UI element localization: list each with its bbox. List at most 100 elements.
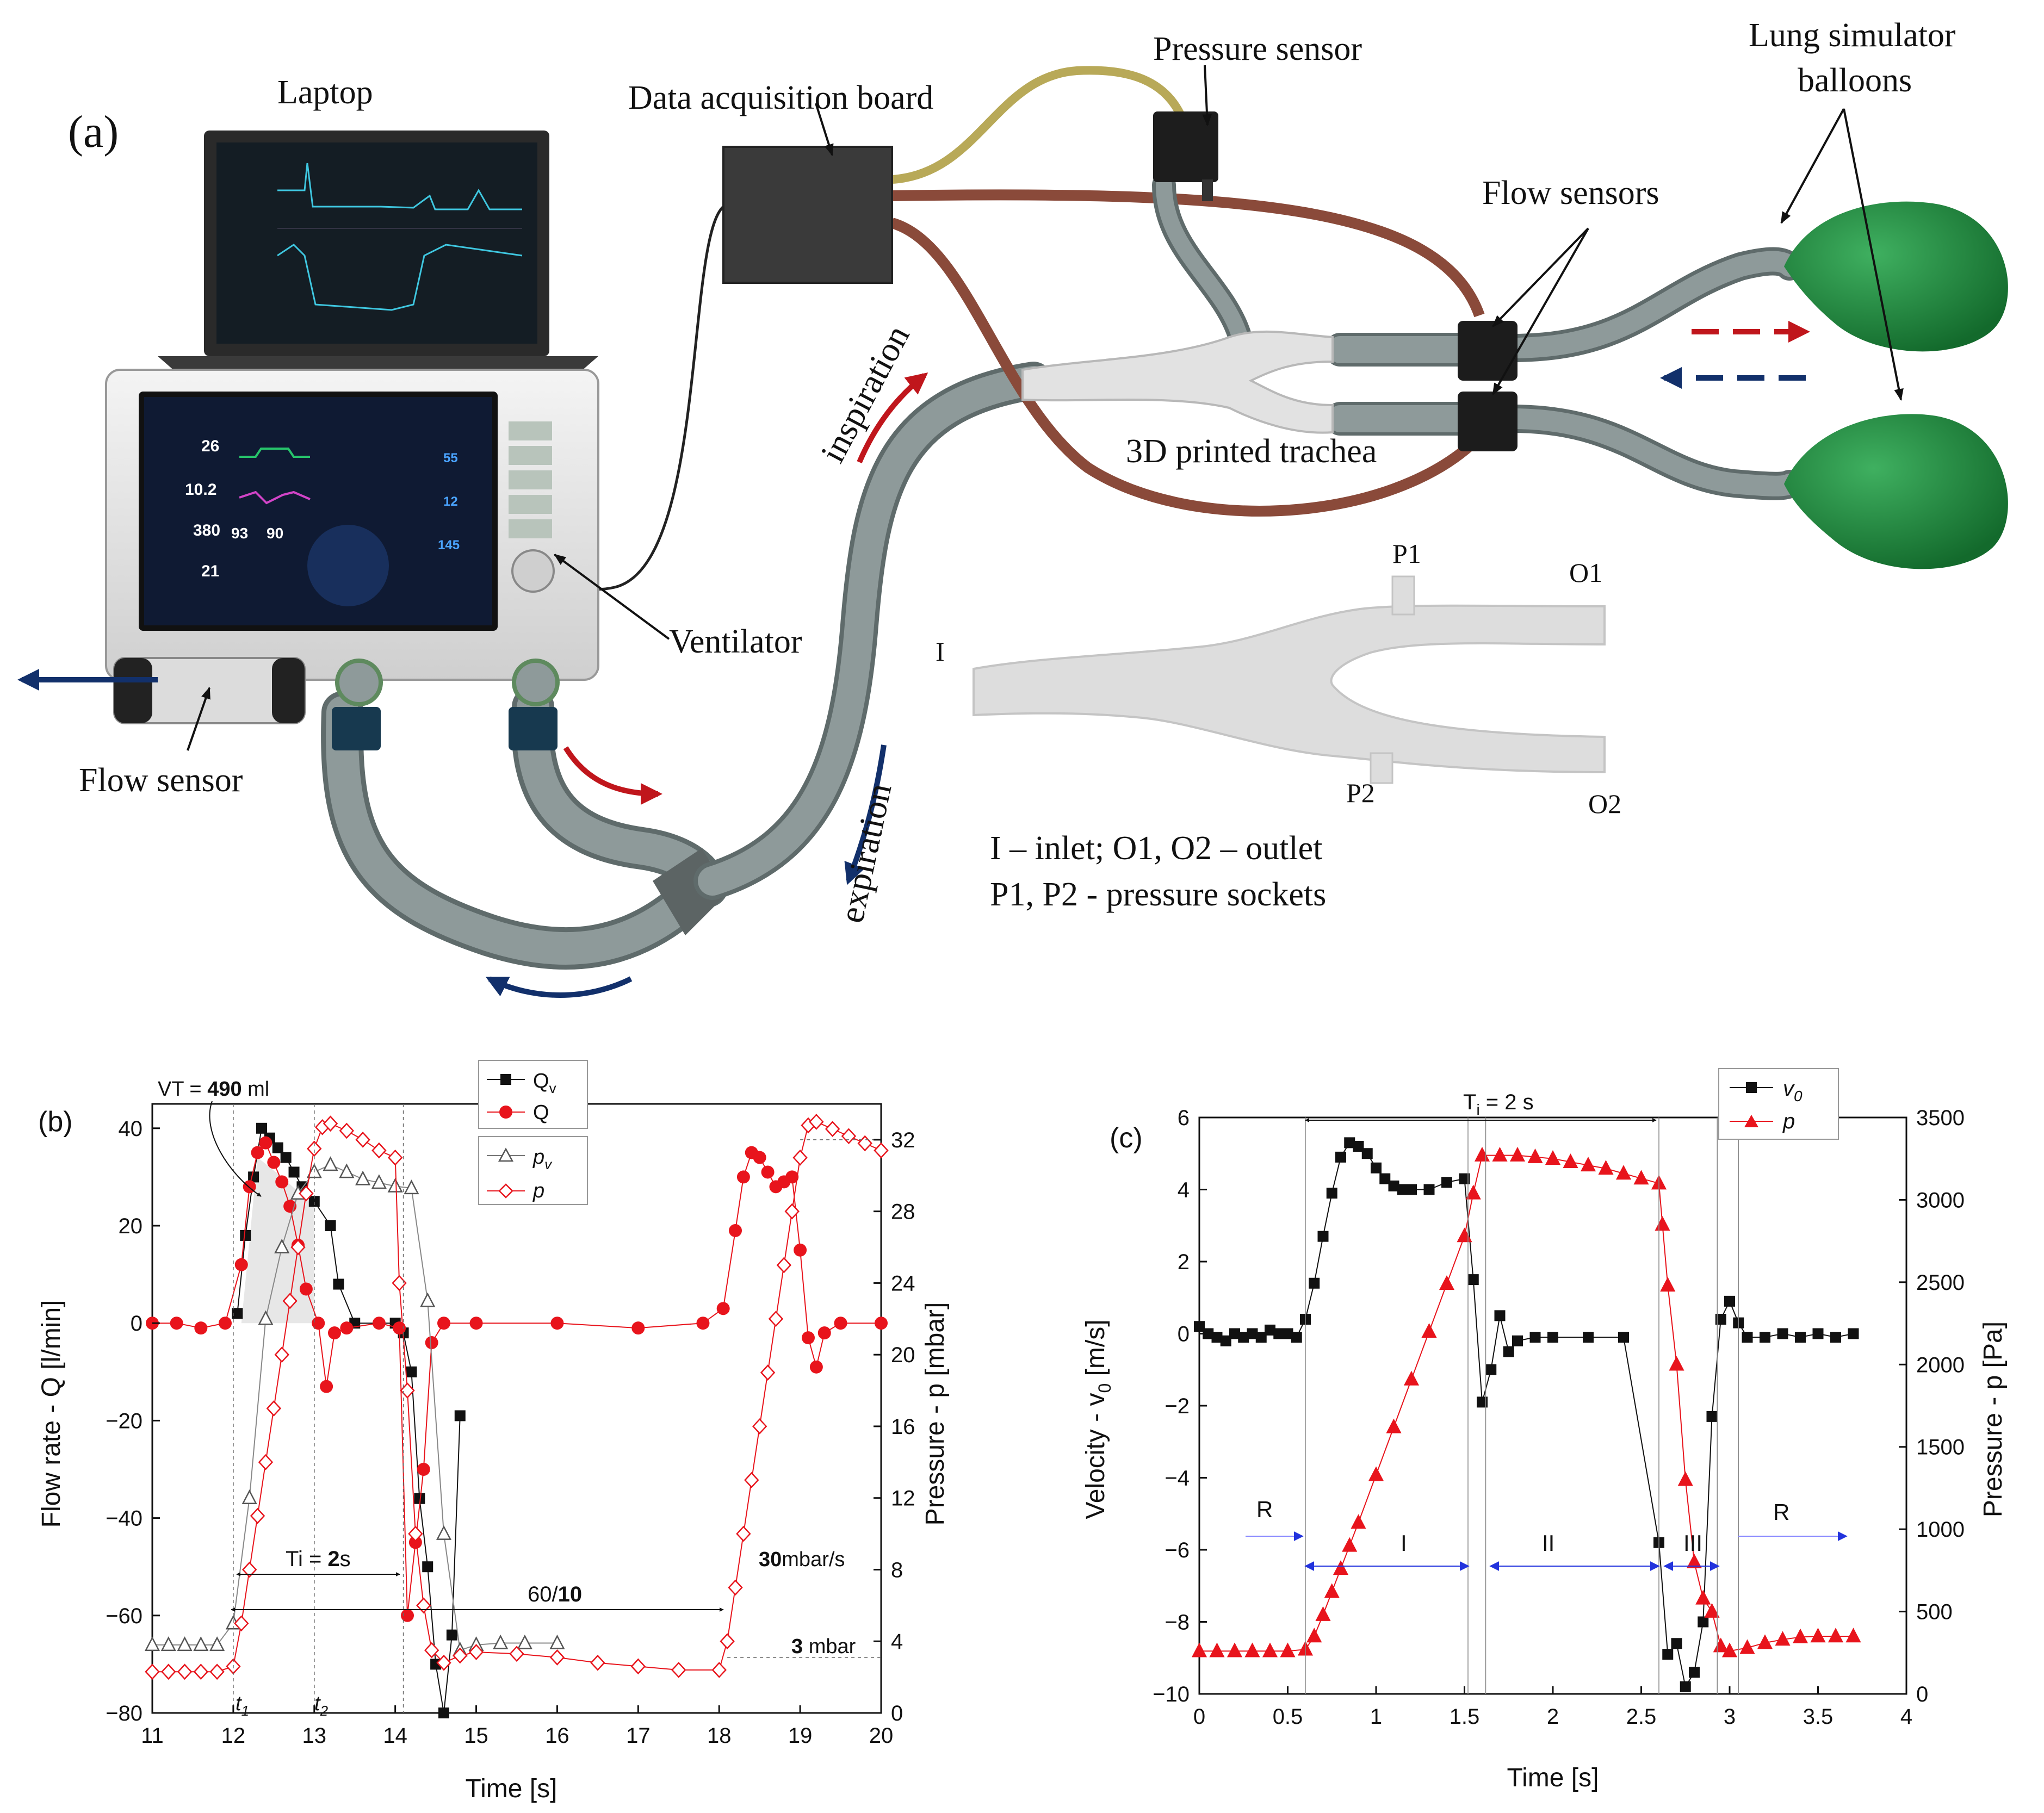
chart-c-point-v0 [1353, 1141, 1364, 1152]
chart-c-series-v0 [1199, 1142, 1854, 1688]
chart-b-point-p [825, 1121, 840, 1137]
chart-b-point-p [392, 1275, 407, 1292]
panel-a: (a) [17, 17, 2008, 998]
chart-b-ytick-label: 0 [131, 1312, 143, 1336]
chart-c-point-v0 [1485, 1364, 1497, 1375]
chart-c-ytick-label: 4 [1178, 1178, 1190, 1202]
chart-b-point-Q [729, 1224, 742, 1237]
chart-b-rtick-label: 28 [891, 1200, 915, 1224]
chart-b-point-p_v [160, 1636, 176, 1651]
chart-b-point-p [736, 1525, 751, 1542]
chart-b-point-p [307, 1140, 322, 1157]
chart-c-point-v0 [1529, 1332, 1541, 1343]
chart-b-point-p [720, 1633, 735, 1650]
legend-sockets: P1, P2 - pressure sockets [990, 876, 1326, 913]
chart-b-point-Q_v [438, 1708, 449, 1718]
chart-b-legend: Qv Q pv p [478, 1060, 588, 1205]
chart-b-point-Q_v [454, 1410, 466, 1421]
chart-c-rtick-label: 0 [1916, 1682, 1928, 1706]
sensor-cable-2 [890, 218, 1495, 517]
chart-b-point-p [299, 1185, 314, 1202]
chart-b-point-p_v [549, 1634, 565, 1649]
chart-c-point-v0 [1706, 1411, 1718, 1422]
chart-c-point-v0 [1441, 1177, 1452, 1188]
chart-b-t1: t1 [236, 1692, 249, 1719]
chart-c-point-p [1368, 1466, 1384, 1481]
chart-b-point-Q [834, 1317, 847, 1330]
lung-balloon-1 [1784, 201, 2008, 352]
chart-c-phase-iii: III [1683, 1530, 1702, 1556]
chart-b-point-p_v [355, 1170, 371, 1185]
chart-b-point-p [590, 1654, 605, 1671]
inspiration-arrow [857, 372, 928, 463]
chart-c-point-p [1580, 1157, 1596, 1172]
chart-b-t2: t2 [314, 1692, 329, 1719]
chart-c-point-v0 [1229, 1328, 1240, 1339]
chart-c-point-v0 [1583, 1332, 1594, 1343]
chart-b-rtick-label: 16 [891, 1415, 915, 1439]
chart-b-point-p_v [436, 1525, 452, 1540]
chart-c-point-p [1386, 1418, 1402, 1433]
label-laptop: Laptop [277, 74, 373, 111]
chart-c-point-p [1191, 1642, 1207, 1657]
chart-b-point-p [784, 1203, 800, 1220]
chart-b-ytick-label: −40 [106, 1507, 143, 1531]
chart-c-point-v0 [1689, 1667, 1700, 1678]
chart-b-point-Q [817, 1326, 831, 1340]
chart-b-point-p [323, 1115, 338, 1132]
chart-c-point-p [1209, 1642, 1225, 1657]
chart-c-xtick-label: 2 [1547, 1705, 1559, 1729]
chart-c-ann-ti: Ti = 2 s [1463, 1090, 1534, 1118]
chart-c-point-v0 [1255, 1332, 1267, 1343]
chart-c-point-v0 [1317, 1231, 1329, 1242]
chart-c-legend-p: p [1782, 1109, 1795, 1133]
chart-b-point-Q [408, 1536, 422, 1549]
chart-b-point-Q [875, 1317, 888, 1330]
chart-c-point-v0 [1715, 1314, 1726, 1325]
chart-c-point-v0 [1662, 1649, 1674, 1660]
label-inlet: I [936, 636, 945, 667]
laptop-screen [216, 142, 537, 344]
chart-c-rtick-label: 3000 [1916, 1188, 1965, 1212]
chart-c-point-p [1775, 1631, 1791, 1646]
chart-b-point-p [234, 1615, 249, 1632]
chart-b-point-Q_v [414, 1493, 425, 1504]
label-pressure-sensor: Pressure sensor [1153, 30, 1362, 67]
chart-b-point-p [193, 1663, 209, 1680]
chart-b-point-p [371, 1142, 387, 1159]
chart-c-point-v0 [1503, 1346, 1514, 1357]
chart-b-point-Q [469, 1317, 483, 1330]
chart-b-point-p [209, 1663, 225, 1680]
chart-c-point-v0 [1238, 1332, 1249, 1343]
chart-b-rtick-label: 4 [891, 1630, 903, 1654]
chart-c-point-v0 [1397, 1184, 1408, 1195]
label-balloons: balloons [1798, 62, 1912, 99]
vent-value-r2: 12 [443, 494, 458, 509]
chart-c-point-p [1244, 1642, 1260, 1657]
chart-c-point-p [1739, 1639, 1755, 1654]
chart-c-series-p [1199, 1154, 1854, 1652]
chart-c-point-v0 [1220, 1335, 1231, 1346]
chart-b-point-Q_v [325, 1220, 336, 1231]
chart-c-point-v0 [1671, 1638, 1682, 1649]
chart-c-point-p [1306, 1628, 1322, 1643]
chart-b-ytick-label: 40 [119, 1117, 143, 1141]
chart-c-ytick-label: −6 [1165, 1538, 1190, 1562]
chart-c-point-p [1615, 1165, 1632, 1180]
chart-c-point-p [1655, 1216, 1670, 1231]
pressure-sensor-box [1153, 111, 1218, 182]
chart-b-point-Q_v [256, 1122, 267, 1134]
chart-b-point-Q [340, 1321, 354, 1335]
chart-c-point-v0 [1203, 1328, 1214, 1339]
chart-b-point-p [792, 1149, 808, 1166]
panel-b-label: (b) [38, 1106, 73, 1138]
chart-b-point-Q [299, 1282, 313, 1296]
chart-c-xtick-label: 3 [1724, 1705, 1736, 1729]
chart-c-point-p [1704, 1603, 1720, 1618]
chart-c-point-v0 [1795, 1332, 1806, 1343]
ventilator-unit: 26 10.2 380 21 93 90 55 12 145 [105, 369, 599, 750]
chart-b-point-p [145, 1663, 160, 1680]
